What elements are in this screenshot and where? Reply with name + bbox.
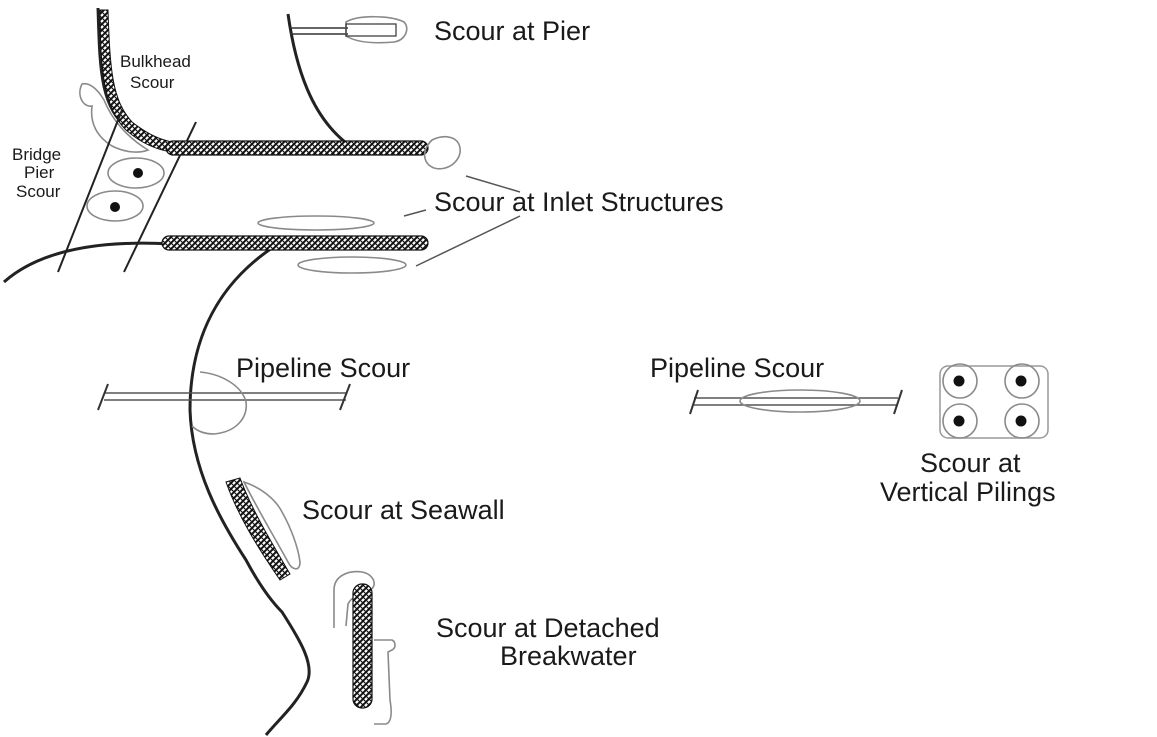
pier-scour <box>345 15 408 44</box>
bridge-pier-scour-top <box>107 157 165 189</box>
piling-2 <box>1015 375 1027 387</box>
pipeline-left-end-a <box>97 383 109 411</box>
label-pipeline-scour-right: Pipeline Scour <box>650 353 824 383</box>
lower-jetty <box>161 235 429 251</box>
pipeline-right-scour <box>739 389 861 413</box>
pipeline-right-end-b <box>893 389 903 415</box>
leader-inlet-1 <box>465 175 521 193</box>
leader-inlet-3 <box>415 215 521 267</box>
label-scour-at-seawall: Scour at Seawall <box>302 495 505 525</box>
upper-jetty-tip-scour <box>423 135 461 170</box>
piling-scour-3 <box>942 403 978 439</box>
label-bridge-pier-scour-line2: Pier <box>24 163 55 182</box>
piling-4 <box>1015 415 1027 427</box>
piling-scour-4 <box>1004 403 1040 439</box>
pipeline-left-scour <box>191 371 247 435</box>
label-bridge-pier-scour-line1: Bridge <box>12 145 61 164</box>
main-shoreline <box>188 246 311 736</box>
pilings-frame <box>939 365 1049 439</box>
bridge-left-edge <box>57 109 123 273</box>
label-scour-at-pier: Scour at Pier <box>434 16 590 46</box>
label-scour-at-inlet-structures: Scour at Inlet Structures <box>434 187 724 217</box>
pier-head <box>345 23 397 37</box>
bulkhead-scour-outline <box>79 82 150 153</box>
piling-3 <box>953 415 965 427</box>
bridge-pier-scour-bottom <box>86 190 144 222</box>
seawall-scour <box>242 480 301 570</box>
label-bulkhead-scour-line1: Bulkhead <box>120 52 191 71</box>
upper-jetty <box>165 140 429 156</box>
piling-scour-2 <box>1004 363 1040 399</box>
lower-jetty-scour <box>297 256 407 274</box>
label-vertical-pilings-line2: Vertical Pilings <box>880 477 1056 507</box>
label-vertical-pilings-line1: Scour at <box>920 448 1021 478</box>
piling-1 <box>953 375 965 387</box>
piling-scour-1 <box>942 363 978 399</box>
pipeline-right-end-a <box>689 389 699 415</box>
right-inlet-bank <box>286 13 346 144</box>
seawall-structure <box>225 477 291 581</box>
pipeline-left-end-b <box>339 383 351 411</box>
breakwater-scour-bottom <box>374 639 396 725</box>
breakwater-structure <box>352 583 373 709</box>
bridge-pier-bottom <box>110 202 120 212</box>
label-detached-breakwater-line1: Scour at Detached <box>436 613 660 643</box>
inlet-channel-scour <box>257 215 375 231</box>
leader-inlet-2 <box>403 209 427 217</box>
label-bulkhead-scour-line2: Scour <box>130 73 175 92</box>
label-bridge-pier-scour-line3: Scour <box>16 182 61 201</box>
label-detached-breakwater-line2: Breakwater <box>500 641 637 671</box>
label-pipeline-scour-left: Pipeline Scour <box>236 353 410 383</box>
bridge-pier-top <box>133 168 143 178</box>
shoreline-left-curve <box>3 241 173 284</box>
